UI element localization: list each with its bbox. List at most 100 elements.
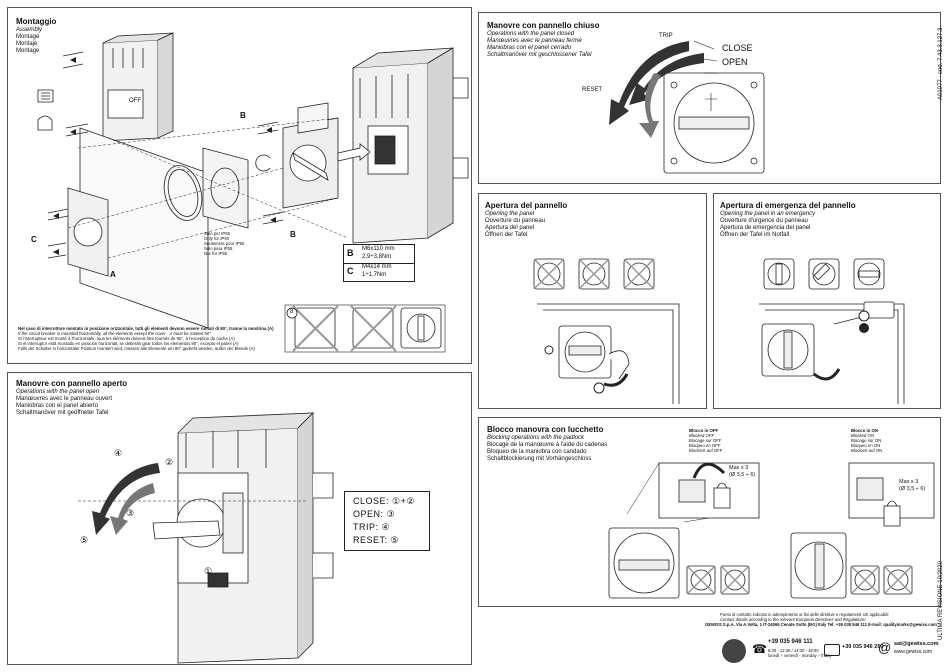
label-c: C (31, 235, 37, 244)
open-panel-operations: Manovre con pannello aperto Operations w… (7, 372, 472, 665)
torque-value: 2,9÷3,8Nm (362, 254, 392, 260)
on-caption-line: Blockiert auf ON (851, 448, 883, 453)
closed-line: Operations with the panel closed (487, 31, 575, 37)
manual-line: Operations with the panel open (16, 389, 100, 395)
ip55-line: Nur für IP55 (204, 251, 228, 256)
emergency-line: Öffnen der Tafel im Notfall (720, 232, 790, 238)
footer: Punto di contatto indicato in adempiment… (700, 612, 940, 668)
legend-trip: TRIP: ④ (353, 522, 391, 532)
footer-days: lunedì ÷ venerdì - monday ÷ friday (768, 653, 832, 658)
note-line: Si l'interrupteur est monté à l'horizont… (18, 336, 235, 341)
manual-title: Manovre con pannello aperto (16, 379, 128, 388)
assembly-title: Montaggio (16, 17, 57, 26)
closed-close-label: CLOSE (722, 43, 753, 53)
step-3-marker: ③ (126, 508, 135, 518)
label-off: OFF (129, 98, 141, 104)
padlock-line: Blocking operations with the padlock (487, 435, 585, 441)
emergency-drawing (759, 258, 905, 404)
step-8-label: 8 (290, 309, 294, 315)
blocked-on-caption: Blocco in ON Blocked ON Blocage sur ON B… (851, 428, 882, 453)
opening-line: Opening the panel (485, 211, 535, 217)
padlock-drawing (608, 462, 935, 599)
torque-key: B (347, 248, 354, 258)
torque-spec: M4x14 mm (362, 264, 392, 270)
opening-line: Öffnen der Tafel (485, 232, 528, 238)
ip55-line: Sólo para IP55 (204, 246, 233, 251)
torque-spec: M6x110 mm (362, 246, 395, 252)
legend-open: OPEN: ③ (353, 509, 396, 519)
padlock-max-on: Max x 3 (899, 479, 919, 485)
label-b-bottom: B (290, 230, 296, 239)
side-code: A01077 · cod. 7.43.3.127.3 (938, 27, 944, 100)
assembly-panel: Montaggio Assembly Montage Montaje Monta… (7, 7, 472, 364)
step-4-marker: ④ (114, 448, 123, 458)
note-line: Si el interruptor está montado en posici… (18, 341, 239, 346)
assembly-line-es: Montaje (16, 41, 38, 47)
assembly-line-en: Assembly (16, 27, 43, 33)
legend-close: CLOSE: ①+② (353, 496, 415, 506)
opening-drawing (533, 258, 680, 404)
assembly-drawing (37, 32, 469, 353)
gewiss-logo-icon (722, 639, 746, 663)
torque-row-c: C M4x14 mm 1÷1,7Nm (344, 263, 414, 281)
torque-row-b: B M6x110 mm 2,9÷3,8Nm (344, 245, 414, 264)
padlock-line: Bloqueo de la maniobra con candado (487, 449, 587, 455)
torque-key: C (347, 266, 354, 276)
at-icon: @ (878, 640, 892, 655)
on-caption-line: Blocco in ON (851, 428, 878, 433)
closed-line: Manœuvres avec le panneau fermé (487, 38, 582, 44)
assembly-line-de: Montage (16, 48, 40, 54)
closed-title: Manovre con pannello chiuso (487, 21, 600, 30)
opening-title: Apertura del pannello (485, 201, 568, 210)
opening-line: Apertura del panel (485, 225, 535, 231)
on-caption-line: Bloqueo en ON (851, 443, 881, 448)
padlock-max-off: Max x 3 (729, 465, 749, 471)
padlock-line: Schaltblockierung mit Vorhängeschloss (487, 456, 592, 462)
blocked-off-caption: Blocco in OFF Blocked OFF Blocage sur OF… (689, 428, 722, 453)
off-caption-line: Blockiert auf OFF (689, 448, 723, 453)
manual-line: Schaltmanöver mit geöffneter Tafel (16, 410, 109, 416)
emergency-title: Apertura di emergenza del pannello (720, 201, 856, 210)
emergency-line: Apertura de emergencia del panel (720, 225, 811, 231)
manual-drawing (78, 412, 334, 664)
ip55-line: Solo per IP55 (204, 231, 231, 236)
manual-line: Maniobras con el panel abierto (16, 403, 99, 409)
footer-line-2: Contact details according to the relevan… (720, 617, 867, 622)
on-caption-line: Blocage sur ON (851, 438, 882, 443)
ip55-line: Seulement pour IP55 (204, 241, 245, 246)
label-a: A (110, 270, 116, 279)
note-line: Falls der Schalter in horizontaler Posit… (18, 346, 255, 351)
off-caption-line: Bloqueo en OFF (689, 443, 721, 448)
closed-drawing (609, 40, 765, 174)
step-5-marker: ⑤ (80, 535, 89, 545)
padlock-dim-off: (Ø 3,5 ÷ 6) (729, 472, 756, 478)
step-1-marker: ① (204, 566, 213, 576)
closed-line: Schaltmanöver mit geschlossener Tafel (487, 52, 592, 58)
footer-web[interactable]: www.gewiss.com (894, 649, 933, 655)
assembly-note: Nel caso di interruttore montato in posi… (18, 326, 274, 351)
closed-panel-operations: Manovre con pannello chiuso Operations w… (478, 12, 941, 184)
opening-line: Ouverture du panneau (485, 218, 546, 224)
closed-line: Maniobras con el panel cerrado (487, 45, 572, 51)
closed-trip-label: TRIP (659, 33, 673, 39)
phone-icon: ☎ (752, 642, 767, 656)
manual-legend: CLOSE: ①+② OPEN: ③ TRIP: ④ RESET: ⑤ (344, 491, 430, 551)
padlock-blocking: Blocco manovra con lucchetto Blocking op… (478, 417, 941, 607)
footer-line-3: GEWISS S.p.A. Via A.Volta, 1 IT-24069 Ce… (705, 622, 937, 627)
padlock-line: Blocage de la manœuvre à l'aide du caden… (487, 442, 608, 448)
off-caption-line: Blocage sur OFF (689, 438, 722, 443)
fax-icon (824, 644, 840, 656)
closed-open-label: OPEN (722, 57, 748, 67)
note-line: If the circuit breaker is mounted horizo… (18, 331, 211, 336)
emergency-line: Ouverture d'urgence du panneau (720, 218, 808, 224)
footer-hours: 8:30 - 12:30 / 14:00 - 18:00 (768, 648, 819, 653)
on-caption-line: Blocked ON (851, 433, 874, 438)
label-b-top: B (240, 111, 246, 120)
closed-reset-label: RESET (582, 87, 603, 93)
footer-email[interactable]: sat@gewiss.com (894, 641, 939, 647)
ip55-note: Solo per IP55 Only for IP55 Seulement po… (204, 231, 244, 256)
step-2-marker: ② (165, 457, 174, 467)
side-date: ULTIMA REVISIONE 10/2020 (938, 561, 944, 640)
footer-phone: +39 035 946 111 (768, 639, 813, 645)
